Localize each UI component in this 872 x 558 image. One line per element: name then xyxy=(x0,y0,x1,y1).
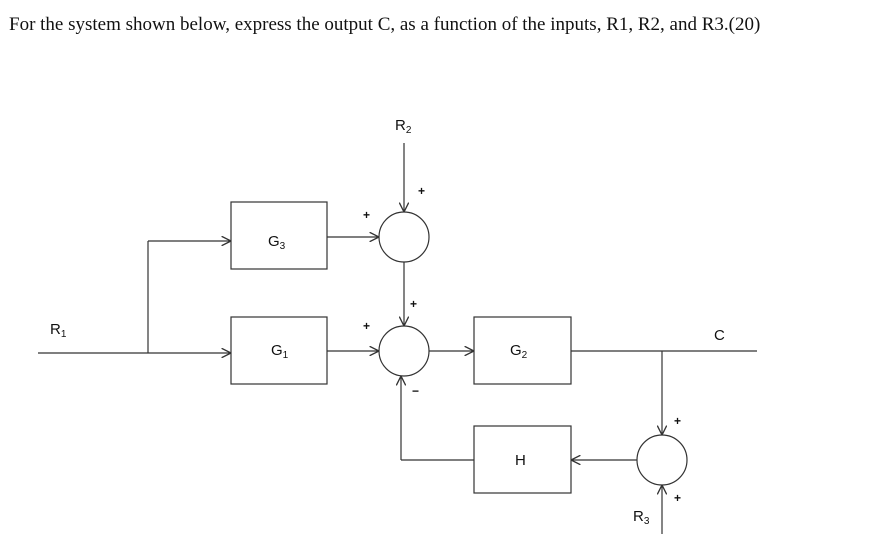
sum1-left-sign: + xyxy=(363,208,370,222)
block-g3 xyxy=(230,201,328,270)
block-g3-label: G3 xyxy=(268,233,286,252)
sum3-top-sign: + xyxy=(674,414,681,428)
sum2-bottom-sign: − xyxy=(412,384,419,398)
summing-junction-2 xyxy=(378,325,430,377)
sum1-top-sign: + xyxy=(418,184,425,198)
summing-junction-3 xyxy=(636,434,688,486)
block-g2-label: G2 xyxy=(510,342,528,361)
block-h-label: H xyxy=(515,452,526,469)
sum3-bottom-sign: + xyxy=(674,491,681,505)
question-text: For the system shown below, express the … xyxy=(9,14,761,35)
summing-junction-1 xyxy=(378,211,430,263)
signal-r1-label: R1 xyxy=(50,321,67,340)
signal-c-label: C xyxy=(714,327,725,344)
sum2-top-sign: + xyxy=(410,297,417,311)
sum2-left-sign: + xyxy=(363,319,370,333)
signal-r3-label: R3 xyxy=(633,508,650,527)
block-g1-label: G1 xyxy=(271,342,289,361)
signal-r2-label: R2 xyxy=(395,117,412,136)
